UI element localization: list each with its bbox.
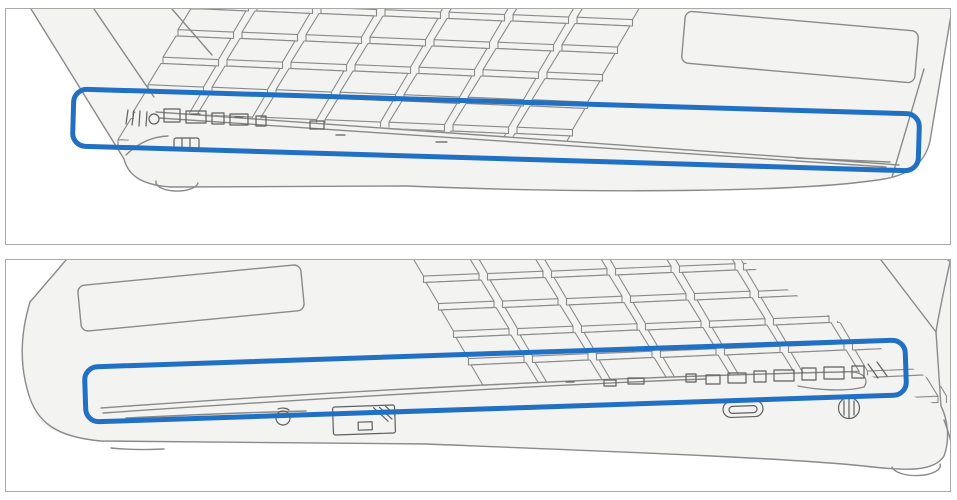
front-corner-crease — [891, 68, 925, 178]
rubber-foot — [891, 463, 941, 477]
trackpad — [681, 10, 919, 84]
laptop-left-side-illustration — [30, 9, 950, 192]
hinge-curve — [125, 135, 169, 156]
side-vent-icon — [125, 109, 148, 127]
laptop-right-side-illustration — [21, 260, 950, 477]
side-edge-details — [275, 361, 888, 436]
laptop-outline — [21, 260, 950, 477]
trackpad — [77, 264, 305, 332]
edge-highlight-box — [70, 86, 922, 174]
edge-connector-ticks — [163, 108, 325, 130]
display-lid — [881, 260, 950, 439]
deck-seam — [100, 371, 843, 419]
edge-highlight-box — [82, 337, 909, 425]
rubber-foot — [155, 180, 199, 192]
base-front-face — [124, 110, 930, 191]
panel-right-side-view — [5, 259, 951, 492]
base-front-face — [34, 372, 948, 470]
deck-end-cap — [797, 371, 867, 391]
panel-left-side-view — [5, 8, 951, 245]
edge-connector-ticks — [565, 365, 865, 387]
display-lid-edge — [93, 9, 213, 98]
deck-seam — [155, 111, 900, 168]
display-lid-edge — [935, 260, 950, 442]
